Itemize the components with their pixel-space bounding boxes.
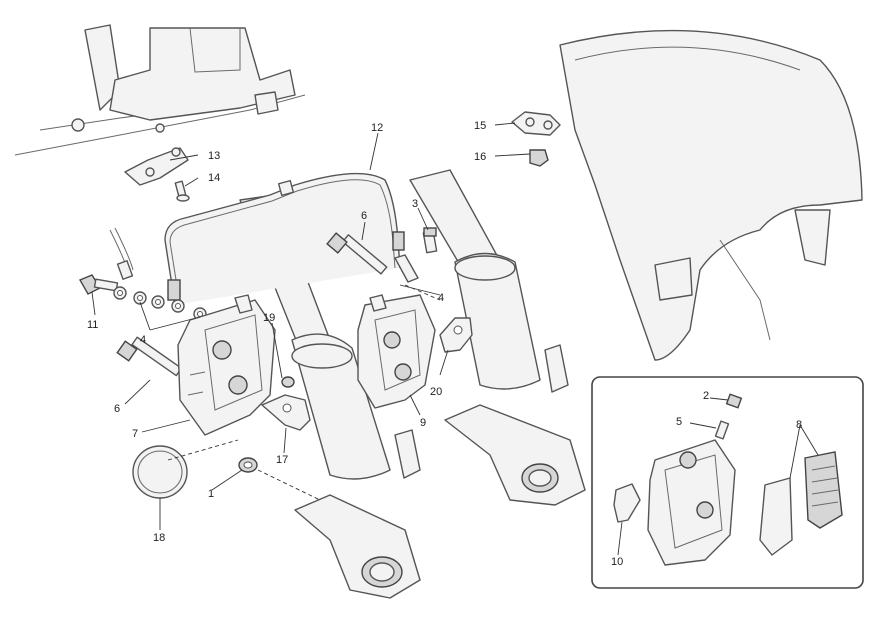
callout-6-right: 6	[361, 210, 367, 222]
caliper-bracket-left	[261, 394, 311, 431]
callout-7: 7	[132, 428, 138, 440]
hose-guide-bracket	[124, 147, 189, 186]
brake-caliper-right	[357, 294, 436, 409]
callout-11: 11	[87, 319, 98, 331]
callout-1: 1	[208, 488, 214, 500]
callout-15: 15	[474, 120, 486, 132]
callout-labels: 1 2 3 4 4 5 6 6 7 8 9 10 11 12 13 14 15 …	[87, 120, 802, 568]
callout-6-left: 6	[114, 403, 120, 415]
detail-inset	[591, 376, 864, 589]
callout-19: 19	[263, 312, 275, 324]
callout-5: 5	[676, 416, 682, 428]
callout-17: 17	[276, 454, 288, 466]
callout-18: 18	[153, 532, 165, 544]
callout-10: 10	[611, 556, 623, 568]
brake-hose	[164, 172, 419, 306]
copper-washers-left	[113, 286, 207, 321]
bracket-screw	[174, 180, 190, 202]
callout-12: 12	[371, 122, 383, 134]
mudguard-hose-bracket	[511, 111, 561, 136]
callout-8: 8	[796, 419, 802, 431]
mudguard-nut	[529, 149, 549, 167]
callout-9: 9	[420, 417, 426, 429]
callout-13: 13	[208, 150, 220, 162]
caliper-bracket-right	[439, 317, 473, 353]
sensor-cable	[109, 227, 134, 280]
front-mudguard	[559, 29, 863, 361]
banjo-bolt-left	[78, 274, 119, 295]
caliper-bolt-left	[116, 336, 183, 377]
callout-4-left: 4	[140, 334, 146, 346]
callout-4-right: 4	[438, 292, 444, 304]
frame-headstock	[14, 24, 306, 156]
cover-disc-18	[132, 445, 188, 499]
right-fork-leg	[409, 169, 586, 506]
caliper-bolt-right	[326, 232, 388, 275]
spacer-19	[281, 376, 295, 388]
callout-20: 20	[430, 386, 442, 398]
brake-caliper-left	[177, 294, 276, 436]
callout-2: 2	[703, 390, 709, 402]
callout-14: 14	[208, 172, 220, 184]
bleed-valve	[422, 227, 438, 254]
bushing-1	[238, 457, 258, 473]
callout-16: 16	[474, 151, 486, 163]
callout-3: 3	[412, 198, 418, 210]
leader-lines	[91, 122, 819, 556]
